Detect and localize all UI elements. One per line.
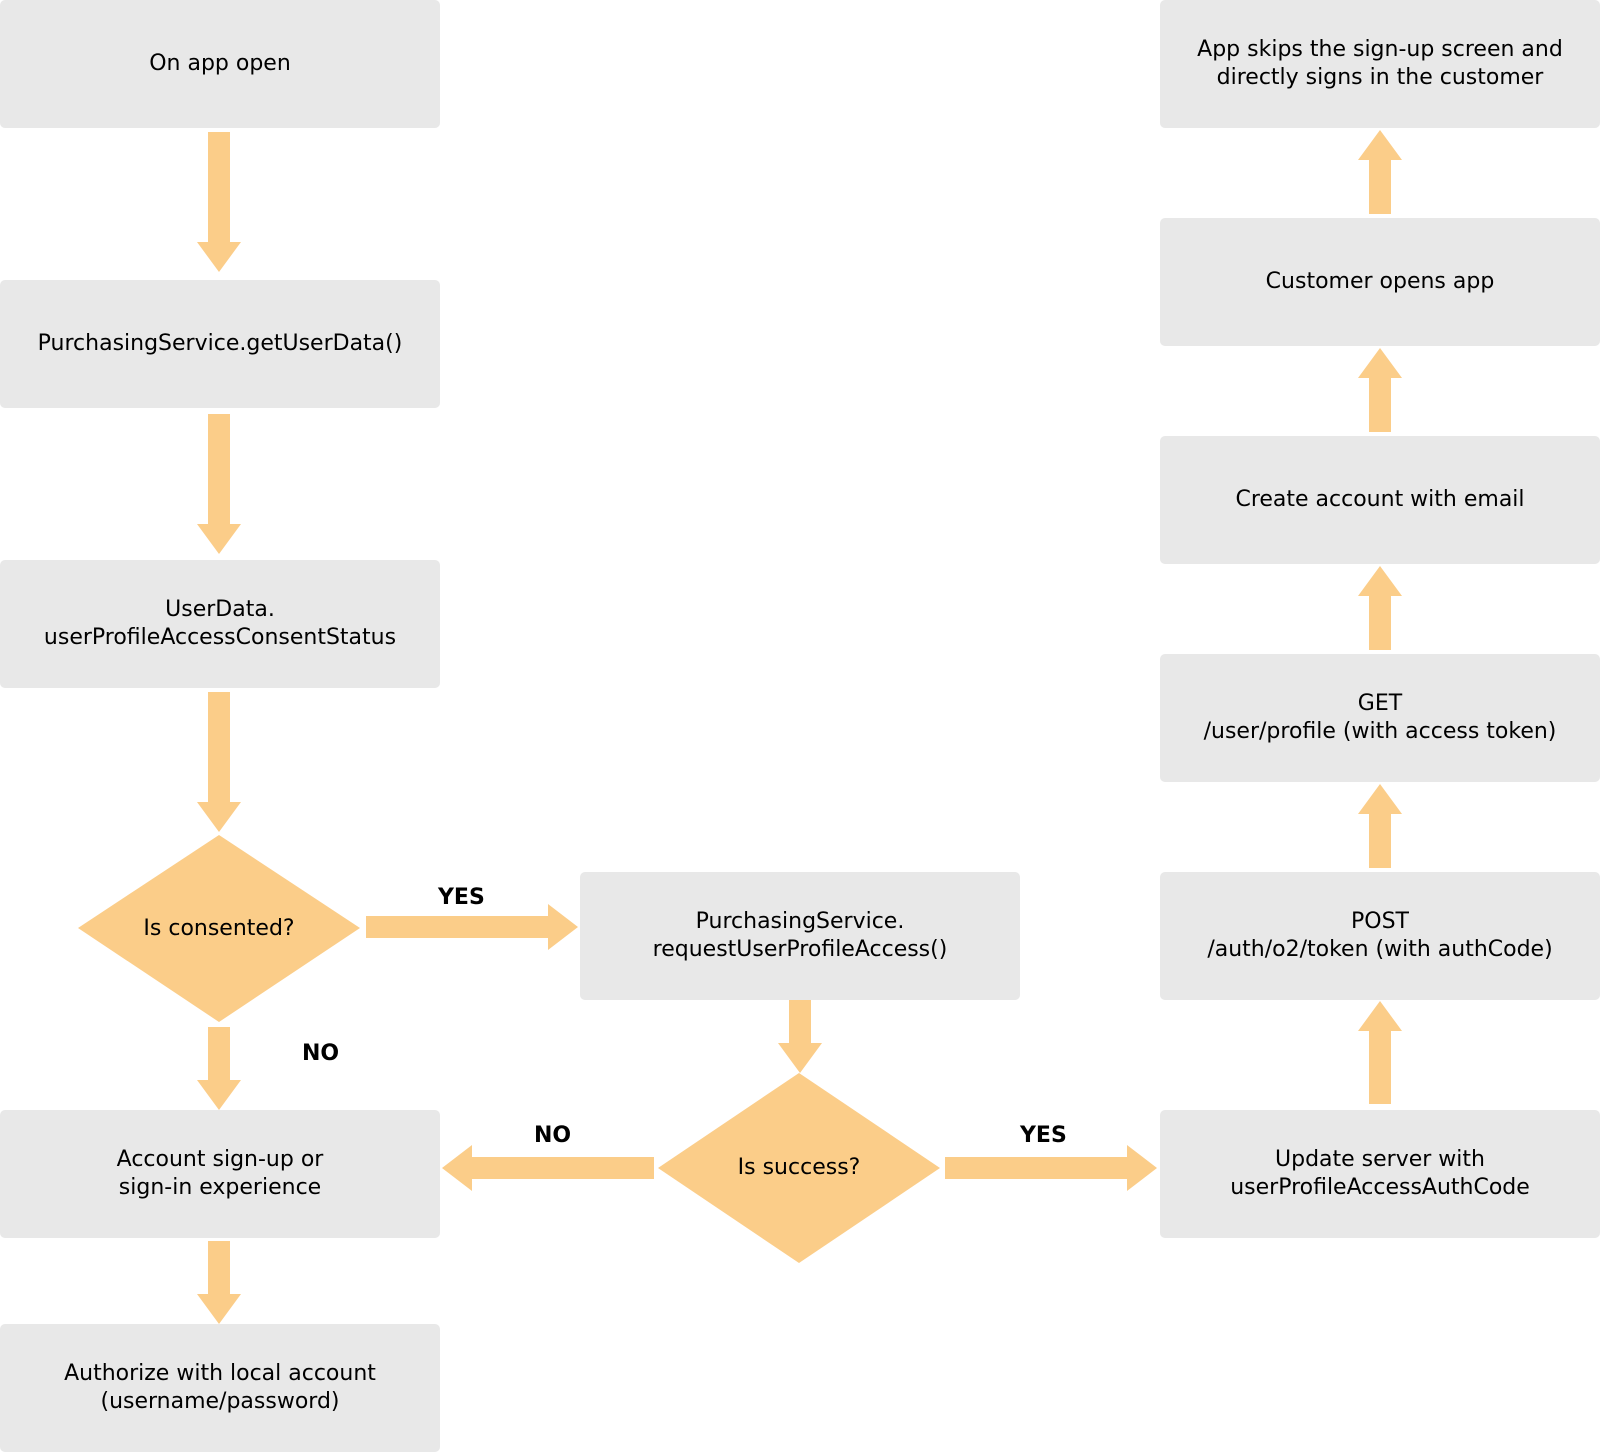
node-line: On app open	[149, 51, 291, 76]
node-line: POST	[1351, 909, 1409, 934]
arrow-up-update-to-post	[1358, 1001, 1402, 1104]
node-authorize-local: Authorize with local account (username/p…	[0, 1324, 440, 1452]
node-line: Account sign-up or	[116, 1147, 324, 1172]
node-line: requestUserProfileAccess()	[652, 937, 948, 962]
decision-label-is-success: Is success?	[698, 1149, 900, 1187]
arrow-up-opens-to-skips	[1358, 130, 1402, 214]
node-request-access: PurchasingService. requestUserProfileAcc…	[580, 872, 1020, 1000]
node-create-account: Create account with email	[1160, 436, 1600, 564]
node-line: directly signs in the customer	[1216, 65, 1544, 90]
node-line: /user/profile (with access token)	[1203, 719, 1557, 744]
edge-label-success-no: NO	[534, 1123, 572, 1148]
arrow-right-consented-to-request	[366, 904, 578, 950]
node-line: Customer opens app	[1265, 269, 1495, 294]
node-line: userProfileAccessAuthCode	[1230, 1175, 1530, 1200]
edge-label-consented-no: NO	[302, 1041, 340, 1066]
edge-label-success-yes: YES	[1020, 1123, 1067, 1148]
decision-diamond-is-consented	[78, 835, 360, 1022]
arrow-up-get-to-create	[1358, 566, 1402, 650]
arrow-right-success-to-update	[945, 1145, 1157, 1191]
node-line: GET	[1357, 691, 1403, 716]
arrow-down-getuserdata-to-status	[197, 414, 241, 554]
node-line: (username/password)	[100, 1389, 340, 1414]
node-line: userProfileAccessConsentStatus	[43, 625, 397, 650]
arrow-left-success-to-signup	[442, 1145, 654, 1191]
node-customer-opens: Customer opens app	[1160, 218, 1600, 346]
node-consent-status: UserData. userProfileAccessConsentStatus	[0, 560, 440, 688]
node-account-signup: Account sign-up or sign-in experience	[0, 1110, 440, 1238]
decision-label-is-consented: Is consented?	[118, 910, 320, 948]
arrow-down-signup-to-authorize	[197, 1241, 241, 1324]
arrow-down-status-to-consented	[197, 692, 241, 832]
arrow-up-post-to-get	[1358, 784, 1402, 868]
node-line: PurchasingService.	[695, 909, 905, 934]
node-line: /auth/o2/token (with authCode)	[1207, 937, 1553, 962]
edge-label-consented-yes: YES	[438, 885, 485, 910]
node-update-server: Update server with userProfileAccessAuth…	[1160, 1110, 1600, 1238]
node-line: PurchasingService.getUserData()	[37, 331, 403, 356]
node-line: Create account with email	[1235, 487, 1525, 512]
node-line: UserData.	[165, 597, 275, 622]
decision-text: Is success?	[737, 1155, 861, 1180]
node-line: Authorize with local account	[64, 1361, 376, 1386]
node-post-token: POST /auth/o2/token (with authCode)	[1160, 872, 1600, 1000]
decision-text: Is consented?	[143, 916, 295, 941]
decision-diamond-is-success	[658, 1073, 940, 1263]
node-on-app-open: On app open	[0, 0, 440, 128]
node-get-profile: GET /user/profile (with access token)	[1160, 654, 1600, 782]
node-line: Update server with	[1275, 1147, 1485, 1172]
arrow-down-open-to-getuserdata	[197, 132, 241, 272]
node-line: sign-in experience	[118, 1175, 322, 1200]
arrow-down-request-to-success	[778, 997, 822, 1073]
node-line: App skips the sign-up screen and	[1197, 37, 1563, 62]
arrow-down-consented-to-signup	[197, 1027, 241, 1110]
node-app-skips: App skips the sign-up screen and directl…	[1160, 0, 1600, 128]
node-get-user-data: PurchasingService.getUserData()	[0, 280, 440, 408]
arrow-up-create-to-opens	[1358, 348, 1402, 432]
